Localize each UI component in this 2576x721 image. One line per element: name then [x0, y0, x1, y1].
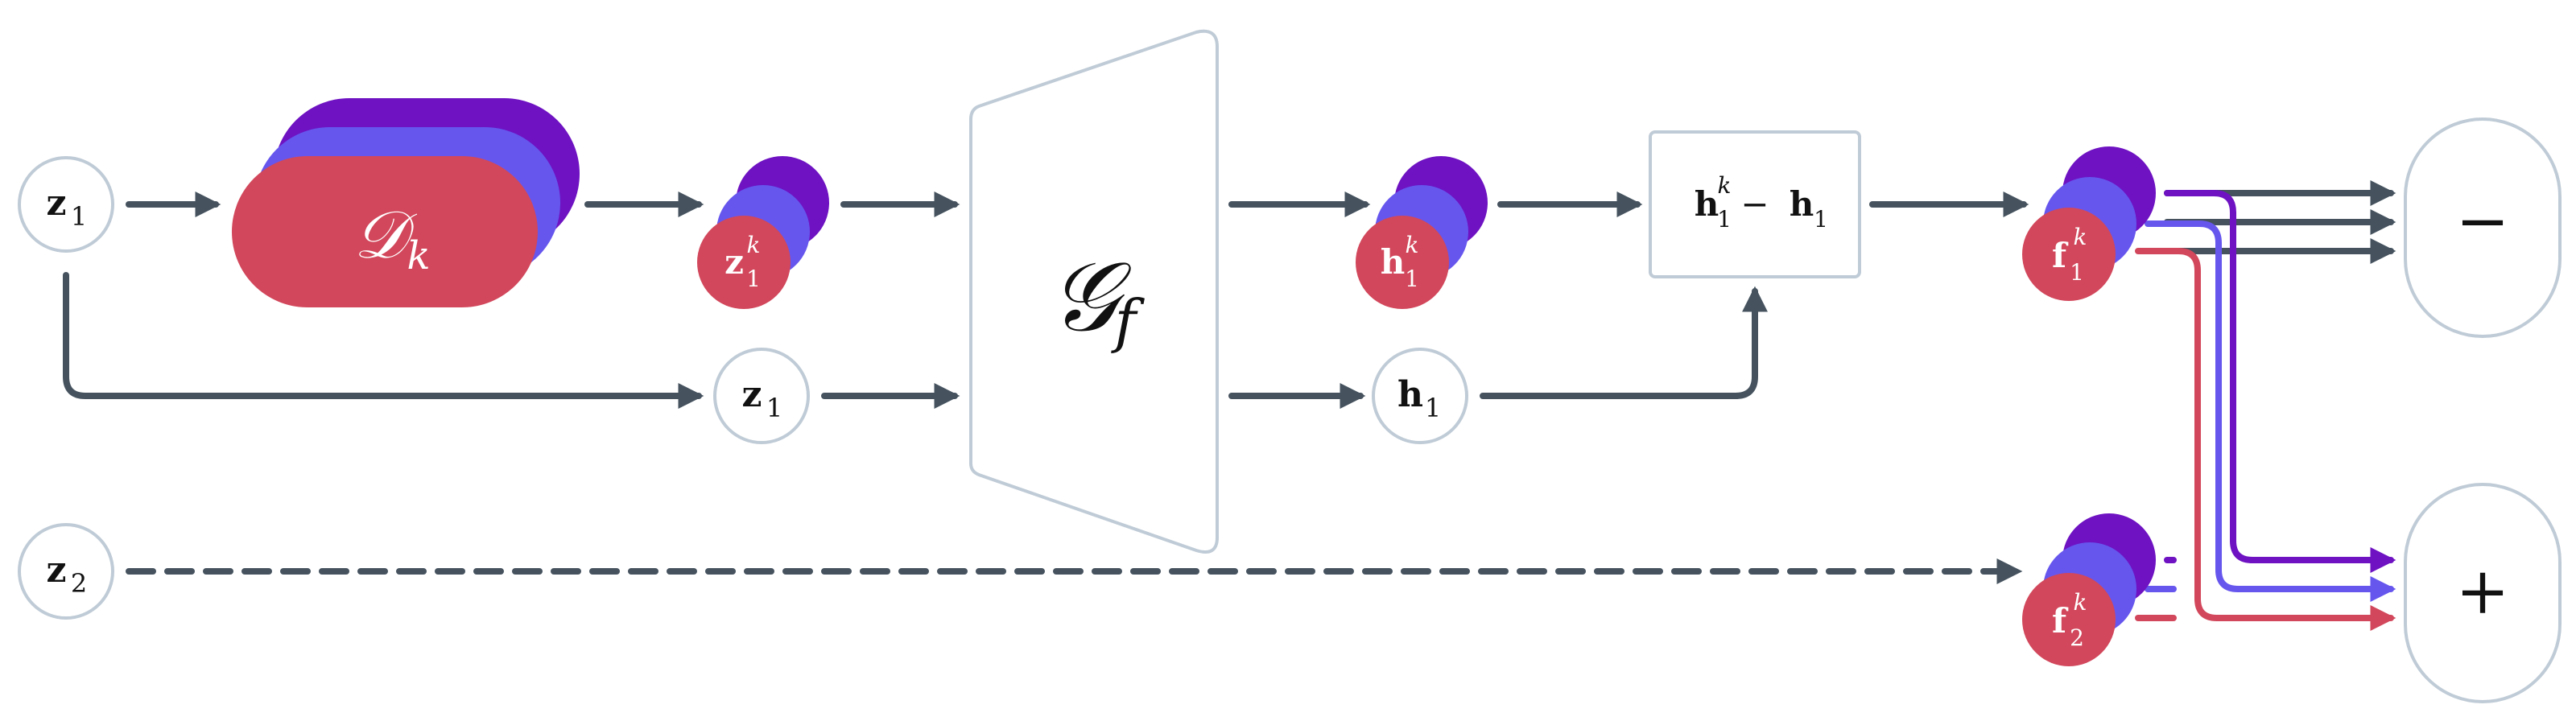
- h1k-sup: k: [1406, 232, 1419, 258]
- h1k-red: [1356, 216, 1449, 309]
- edge-f1k-blue-to-plus: [2145, 220, 2396, 602]
- minus-symbol: −: [2455, 183, 2509, 258]
- node-Dk-stack: 𝒟 k: [232, 98, 580, 307]
- h1k-sub: 1: [1405, 266, 1419, 292]
- z1-input-main: z: [47, 183, 67, 224]
- diff-a-main: h: [1695, 184, 1719, 224]
- node-z1-mid: z 1: [713, 348, 810, 444]
- z1k-main: z: [724, 242, 744, 282]
- Dk-sub: k: [407, 233, 430, 278]
- f1k-main: f: [2052, 236, 2069, 275]
- z1k-sup: k: [747, 232, 761, 258]
- f1k-sub: 1: [2070, 259, 2084, 286]
- z2-input-sub: 2: [71, 568, 87, 599]
- node-h1: h 1: [1372, 348, 1468, 444]
- edge-h1-to-diff: [1480, 286, 1768, 399]
- edges: [63, 180, 2396, 584]
- edge-f1k-red-to-plus: [2135, 248, 2396, 631]
- node-Gf-trapezoid: 𝒢 f: [969, 29, 1219, 554]
- plus-symbol: +: [2455, 554, 2509, 628]
- z1-input-sub: 1: [71, 201, 87, 232]
- f2k-sup: k: [2074, 589, 2087, 616]
- node-z2-input: z 2: [18, 523, 114, 620]
- z1-mid-main: z: [742, 374, 762, 415]
- z1k-red: [697, 216, 791, 309]
- node-minus: −: [2404, 117, 2562, 338]
- z1-mid-sub: 1: [766, 393, 782, 423]
- h1-main: h: [1397, 374, 1423, 415]
- z1k-sub: 1: [746, 266, 761, 292]
- f2k-sub: 2: [2070, 624, 2084, 651]
- colored-edges: [2135, 190, 2396, 631]
- node-z1k-stack: z 1 k: [697, 156, 829, 309]
- h1k-main: h: [1381, 242, 1406, 282]
- diff-op: −: [1740, 184, 1769, 224]
- node-z1-input: z 1: [18, 156, 114, 253]
- f1k-sup: k: [2074, 224, 2087, 250]
- edge-f1k-purple-to-plus: [2164, 190, 2396, 573]
- node-plus: +: [2404, 483, 2562, 703]
- node-f1k-stack: f 1 k: [2022, 146, 2156, 301]
- diff-b-sub: 1: [1814, 206, 1828, 233]
- f1k-red: [2022, 208, 2116, 301]
- edge-z1-to-z1mid: [63, 272, 704, 409]
- h1-sub: 1: [1425, 393, 1441, 423]
- f2k-main: f: [2052, 601, 2069, 641]
- z2-input-main: z: [47, 550, 67, 591]
- diff-b-main: h: [1790, 184, 1814, 224]
- f2k-red: [2022, 573, 2116, 666]
- diff-a-sup: k: [1718, 172, 1732, 199]
- node-f2k-stack: f 2 k: [2022, 513, 2156, 666]
- node-diff-box: h 1 k − h 1: [1649, 130, 1861, 278]
- Dk-front-red: [232, 156, 538, 307]
- diff-a-sub: 1: [1717, 206, 1732, 233]
- node-h1k-stack: h 1 k: [1356, 156, 1488, 309]
